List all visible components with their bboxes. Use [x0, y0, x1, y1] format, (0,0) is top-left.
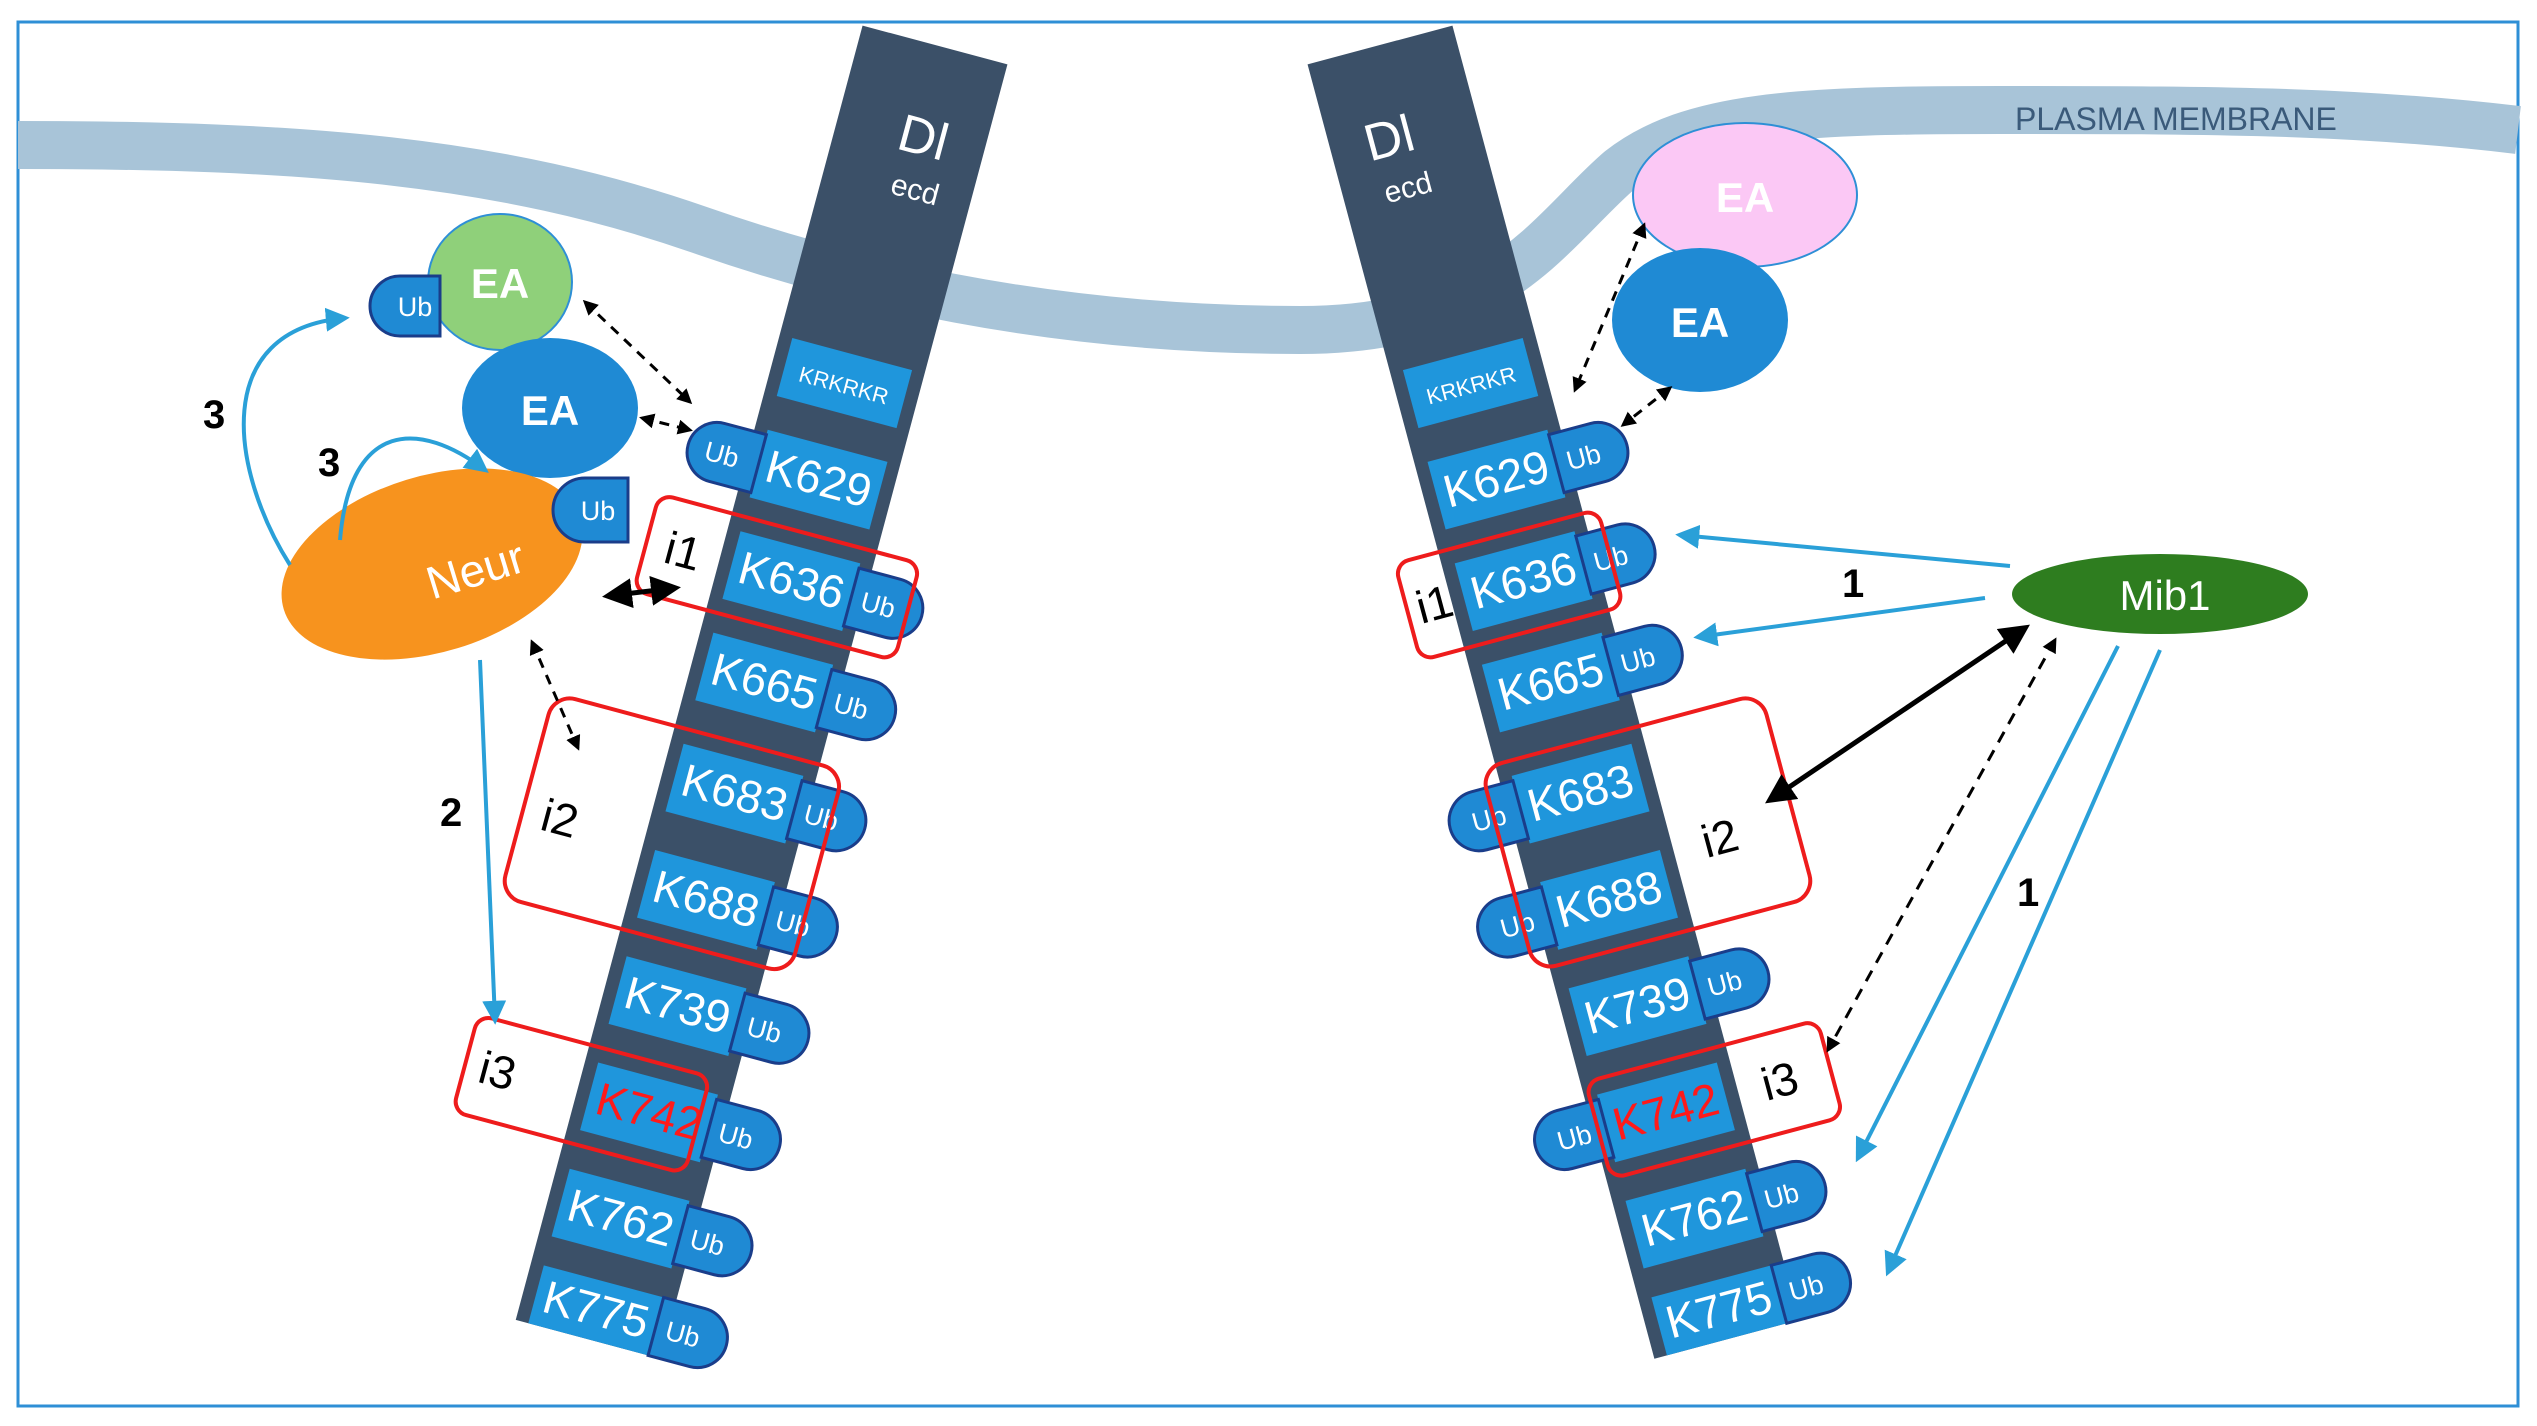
right-k762: K762 Ub — [1625, 1159, 1828, 1269]
dashed-arrow-mib1-i3 — [1826, 637, 2057, 1053]
dashed-arrow-eapink-k629 — [1572, 222, 1647, 393]
svg-text:EA: EA — [471, 260, 529, 307]
neur-ub-tag — [551, 476, 630, 544]
arrow-mib1-k665 — [1693, 596, 1986, 647]
svg-text:1: 1 — [2017, 871, 2039, 915]
neur — [281, 468, 583, 660]
right-k742: K742 Ub — [1533, 1062, 1735, 1172]
right-k683: K683 Ub — [1447, 743, 1650, 853]
svg-text:2: 2 — [440, 791, 462, 835]
svg-text:Ub: Ub — [581, 496, 616, 526]
membrane-label: PLASMA MEMBRANE — [2015, 101, 2337, 137]
arrow-neur-i1 — [602, 575, 681, 609]
svg-text:3: 3 — [318, 441, 340, 485]
left-i3-box — [453, 1016, 710, 1173]
dashed-arrow-neur-i2 — [529, 639, 581, 751]
arrow-mib1-k636 — [1675, 524, 2011, 568]
left-i1-box — [634, 495, 920, 660]
svg-text:EA: EA — [521, 387, 579, 434]
left-k739: K739 Ub — [608, 956, 811, 1065]
right-i2-label: i2 — [1696, 808, 1744, 867]
mib1 — [2012, 554, 2308, 634]
dashed-arrow-ea-ub — [639, 413, 693, 435]
frame — [16, 20, 2520, 1408]
arrow-step3-inner — [338, 436, 489, 541]
left-i2-box — [502, 696, 842, 972]
arrow-step3-outer — [241, 307, 350, 567]
svg-text:EA: EA — [1671, 299, 1729, 346]
right-i1-box — [1395, 510, 1623, 660]
right-delta-rod: Dl ecd KRKRKR K629 Ub K636 Ub K665 Ub K6… — [1307, 25, 1852, 1359]
left-i2-label: i2 — [536, 789, 584, 848]
arrow-step2 — [478, 659, 507, 1025]
right-k688: K688 Ub — [1476, 849, 1679, 959]
svg-text:Ub: Ub — [398, 292, 433, 322]
left-k688: K688 Ub — [636, 849, 839, 959]
left-delta-rod: Dl ecd KRKRKR K629 Ub K636 Ub K665 Ub — [453, 25, 1008, 1370]
ub-tag — [685, 421, 769, 495]
dashed-arrow-eablue-ub — [1620, 386, 1673, 427]
svg-text:Mib1: Mib1 — [2119, 572, 2210, 619]
arrow-mib1-k762 — [1855, 645, 2120, 1163]
right-i3-box — [1586, 1021, 1842, 1178]
ea-blue-right — [1612, 248, 1788, 392]
right-i3-label: i3 — [1756, 1051, 1804, 1110]
dashed-arrow-ea-k629 — [582, 299, 693, 405]
svg-text:3: 3 — [203, 393, 225, 437]
left-i3-label: i3 — [473, 1041, 521, 1100]
left-i1-label: i1 — [659, 521, 707, 580]
arrow-mib1-i2 — [1765, 624, 2030, 804]
arrow-mib1-k775 — [1884, 649, 2162, 1277]
ea-ub-tag — [368, 274, 442, 338]
svg-text:EA: EA — [1716, 174, 1774, 221]
svg-text:1: 1 — [1842, 562, 1864, 606]
left-k629: K629 Ub — [685, 421, 888, 530]
